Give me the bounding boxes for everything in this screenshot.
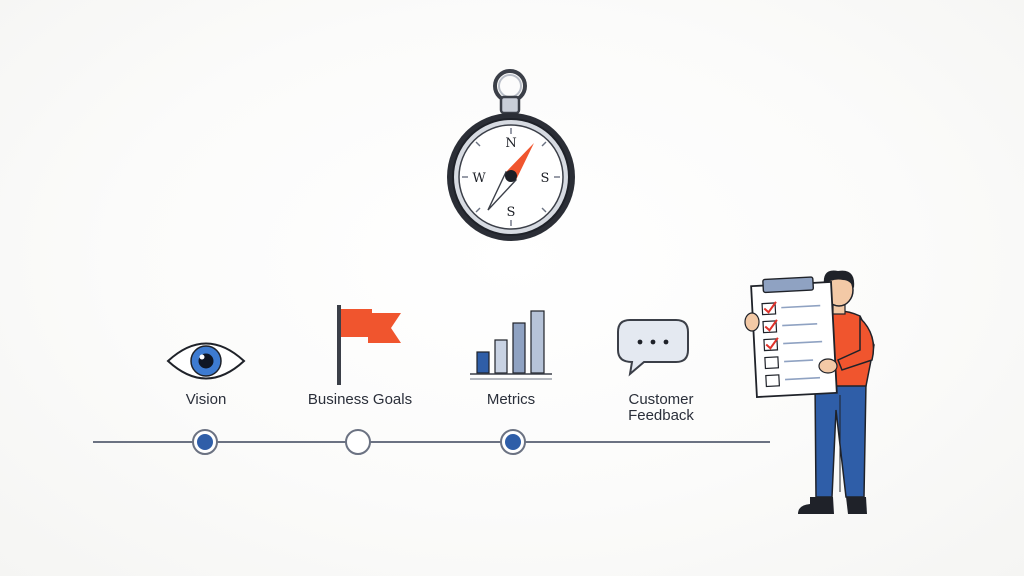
milestone-label-customer-feedback-line2: Feedback <box>628 407 694 424</box>
compass-east-letter: S <box>541 171 550 186</box>
compass-south-letter: S <box>507 205 516 220</box>
milestone-label-vision: Vision <box>185 391 227 408</box>
compass-west-letter: W <box>472 171 486 186</box>
milestone-label-business-goals: Business Goals <box>307 391 413 408</box>
compass-north-letter: N <box>505 136 516 151</box>
clipboard-icon <box>750 276 838 398</box>
flag-icon <box>337 305 401 385</box>
timeline-node-business-goals[interactable] <box>345 429 371 455</box>
milestone-label-customer-feedback-line1: Customer <box>628 391 694 408</box>
person-with-checklist-illustration <box>744 270 875 514</box>
timeline-node-vision[interactable] <box>192 429 218 455</box>
bar-chart-icon <box>470 310 552 380</box>
timeline-node-metrics[interactable] <box>500 429 526 455</box>
speech-bubble-icon <box>617 319 689 377</box>
milestone-label-metrics: Metrics <box>486 391 536 408</box>
eye-icon <box>166 342 246 380</box>
compass-icon: N S W S <box>447 69 575 241</box>
